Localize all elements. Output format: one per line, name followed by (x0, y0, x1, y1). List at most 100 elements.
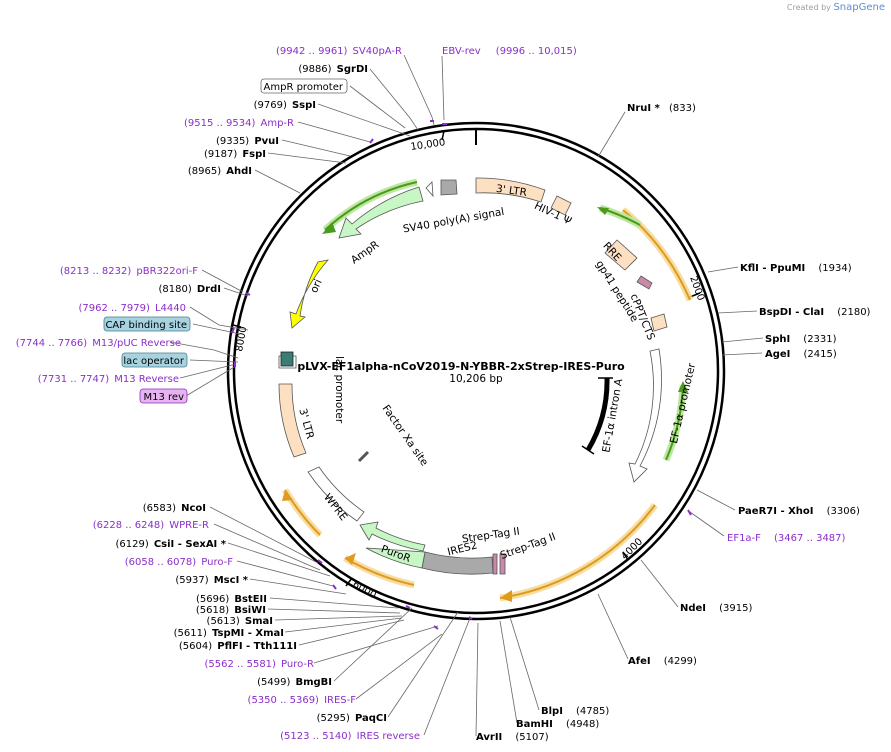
backbone-inner (232, 127, 720, 615)
feature-sv40-polya (440, 179, 458, 196)
lbl-smai: SmaI (245, 616, 273, 627)
lbl-pflfi-coord: (5604) (179, 641, 212, 652)
primer-ticks (231, 120, 692, 630)
lbl-sv40pa-r-coord: (9942 .. 9961) (276, 46, 348, 57)
svg-text:(5611) TspMI - XmaI: (5611) TspMI - XmaI (174, 621, 284, 640)
feature-label-gp41: gp41 peptide (593, 258, 640, 324)
lbl-fspi-coord: (9187) (204, 149, 237, 160)
svg-text:AvrII (5107): AvrII (5107) (476, 725, 549, 744)
watermark-prefix: Created by (786, 3, 831, 12)
svg-text:(9942 .. 9961) SV40pA-R: (9942 .. 9961) SV40pA-R (276, 39, 402, 58)
lbl-paqci: PaqCI (355, 713, 387, 724)
lbl-sspi-coord: (9769) (254, 100, 287, 111)
feature-label-ef1a-promoter: EF-1α promoter (668, 361, 698, 444)
lbl-bsiwi-coord: (5618) (196, 605, 229, 616)
lbl-m13-rev: M13 rev (144, 392, 185, 403)
svg-text:NruI * (833): NruI * (833) (627, 96, 696, 115)
feature-ampr (338, 186, 424, 239)
svg-text:(5613) SmaI: (5613) SmaI (207, 609, 273, 628)
watermark-brand: SnapGene (833, 2, 885, 13)
lbl-l4440: L4440 (155, 303, 186, 314)
lbl-ncoi: NcoI (181, 503, 206, 514)
lbl-ires-reverse-coord: (5123 .. 5140) (280, 731, 352, 742)
lbl-pflfi: PflFI - Tth111I (217, 641, 297, 652)
svg-text:(7744 .. 7766) M13/pUC Reverse: (7744 .. 7766) M13/pUC Reverse (16, 331, 181, 350)
lbl-sphi: SphI (765, 334, 790, 345)
lbl-paer7i-coord: (3306) (827, 506, 860, 517)
lbl-msci-coord: (5937) (175, 575, 208, 586)
lbl-msci: MscI * (214, 575, 249, 586)
lbl-kfli: KflI - PpuMI (740, 263, 805, 274)
feature-shapes (278, 177, 668, 575)
lbl-ebv-rev-coord: (9996 .. 10,015) (496, 46, 577, 57)
lac-operator-box (280, 351, 294, 367)
lbl-sv40pa-r: SV40pA-R (353, 46, 402, 57)
lbl-blpi: BlpI (541, 706, 563, 717)
lbl-tspmi: TspMI - XmaI (212, 628, 284, 639)
feature-gp41 (636, 275, 653, 290)
lbl-amp-r: Amp-R (261, 118, 295, 129)
feature-rre (604, 239, 638, 271)
svg-text:BspDI - ClaI (2180): BspDI - ClaI (2180) (759, 300, 871, 319)
svg-text:(5295) PaqCI: (5295) PaqCI (317, 706, 387, 725)
feature-sv40-arrow (425, 181, 434, 198)
right-labels: EBV-rev (9996 .. 10,015) NruI * (833) Kf… (442, 46, 871, 744)
lbl-fspi: FspI (242, 149, 266, 160)
feature-cppt (650, 313, 668, 332)
lbl-pbr322ori-f-coord: (8213 .. 8232) (60, 266, 132, 277)
cap-binding-site-box (103, 316, 191, 332)
m13-rev-box (139, 388, 188, 404)
svg-text:(5123 .. 5140) IRES reverse: (5123 .. 5140) IRES reverse (280, 724, 420, 743)
feature-ires2 (421, 551, 494, 575)
svg-text:BlpI (4785): BlpI (4785) (541, 699, 609, 718)
lbl-puro-r: Puro-R (281, 659, 314, 670)
lbl-bspdi-coord: (2180) (837, 307, 870, 318)
lbl-ires-f-coord: (5350 .. 5369) (248, 695, 320, 706)
svg-text:BamHI (4948): BamHI (4948) (516, 712, 599, 731)
lbl-wpre-r: WPRE-R (169, 520, 209, 531)
feature-ef1a-intron (585, 377, 610, 452)
lbl-bsiwi: BsiWI (234, 605, 266, 616)
lbl-ef1a-f-coord: (3467 .. 3487) (774, 533, 846, 544)
leader-lines (169, 54, 764, 737)
lbl-agei: AgeI (765, 349, 790, 360)
lbl-puro-f-coord: (6058 .. 6078) (125, 557, 197, 568)
lbl-kfli-coord: (1934) (818, 263, 851, 274)
lbl-ires-reverse: IRES reverse (357, 731, 420, 742)
lbl-blpi-coord: (4785) (576, 706, 609, 717)
tick-10000: 10,000 (410, 137, 446, 153)
orf-arrowheads (282, 490, 512, 602)
left-labels: (9942 .. 9961) SV40pA-R (9886) SgrDI Amp… (16, 39, 420, 743)
feature-label-3ltr-top: 3' LTR (495, 183, 527, 199)
lbl-smai-coord: (5613) (207, 616, 240, 627)
svg-text:(8965) AhdI: (8965) AhdI (188, 159, 252, 178)
lbl-ndei: NdeI (680, 603, 706, 614)
lbl-ef1a-f: EF1a-F (727, 533, 761, 544)
lbl-nrui-coord: (833) (669, 103, 696, 114)
feature-label-sv40: SV40 poly(A) signal (402, 206, 505, 236)
svg-text:(5562 .. 5581) Puro-R: (5562 .. 5581) Puro-R (205, 652, 315, 671)
tick-6000: 6000 (351, 579, 379, 601)
svg-text:(9769) SspI: (9769) SspI (254, 93, 316, 112)
svg-text:(9187) FspI: (9187) FspI (204, 142, 266, 161)
svg-text:NdeI (3915): NdeI (3915) (680, 596, 752, 615)
lbl-drdi-coord: (8180) (159, 284, 192, 295)
lbl-puro-f: Puro-F (201, 557, 233, 568)
svg-text:(9335) PvuI: (9335) PvuI (216, 129, 279, 148)
svg-text:(5499) BmgBI: (5499) BmgBI (257, 670, 332, 689)
feature-label-factor-xa: Factor Xa site (380, 403, 431, 468)
lbl-paer7i: PaeR7I - XhoI (738, 506, 814, 517)
lbl-bsteii-coord: (5696) (196, 594, 229, 605)
lbl-bamhi-coord: (4948) (566, 719, 599, 730)
feature-ori (289, 259, 330, 329)
feature-label-ampr: AmpR (349, 239, 382, 267)
lbl-m13puc-coord: (7744 .. 7766) (16, 338, 88, 349)
svg-text:(7731 .. 7747) M13 Reverse: (7731 .. 7747) M13 Reverse (38, 367, 179, 386)
snapgene-watermark: Created by SnapGene (787, 2, 885, 13)
lbl-cap-binding-site: CAP binding site (105, 320, 187, 331)
svg-text:KflI - PpuMI (1934): KflI - PpuMI (1934) (740, 256, 852, 275)
lbl-afei-coord: (4299) (664, 656, 697, 667)
lbl-afei: AfeI (628, 656, 651, 667)
lbl-drdi: DrdI (197, 284, 221, 295)
lbl-m13puc: M13/pUC Reverse (92, 338, 181, 349)
